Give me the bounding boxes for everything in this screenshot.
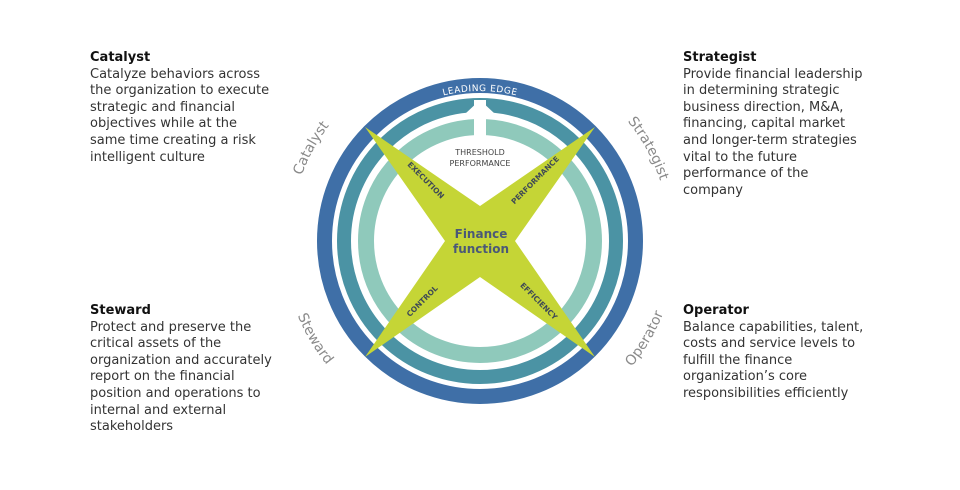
steward-title: Steward [90,303,151,318]
text-line: internal and external [90,402,227,418]
text-line: vital to the future [683,149,797,165]
operator-ring-label: Operator [622,308,667,369]
finance-star [365,127,595,357]
catalyst-title: Catalyst [90,50,151,65]
text-line: performance of the [683,166,809,182]
text-line: Balance capabilities, talent, [683,319,864,335]
strategist-title: Strategist [683,50,757,65]
text-line: critical assets of the [90,336,222,352]
text-line: and longer-term strategies [683,132,857,148]
operator-description: Operator Balance capabilities, talent, c… [683,303,863,403]
outer-ring [317,78,643,404]
threshold-label: PERFORMANCE [450,159,511,168]
strategist-ring-label: Strategist [624,114,671,183]
text-line: strategic and financial [90,99,235,115]
text-line: position and operations to [90,385,261,401]
text-line: in determining strategic [683,83,840,99]
steward-ring-label: Steward [294,311,336,368]
strategist-description: Strategist Provide financial leadership … [683,50,862,199]
threshold-label: THRESHOLD [454,148,505,157]
text-line: company [683,182,743,198]
steward-description: Steward Protect and preserve the critica… [90,303,272,436]
text-line: Catalyze behaviors across [90,66,261,82]
center-label: Finance [455,227,508,241]
text-line: report on the financial [90,369,235,385]
text-line: fulfill the finance [683,352,793,368]
text-line: financing, capital market [683,116,846,132]
text-line: same time creating a risk [90,132,256,148]
text-line: business direction, M&A, [683,99,844,115]
text-line: organization’s core [683,369,808,385]
operator-title: Operator [683,303,749,318]
arrow-up-icon [466,100,494,142]
text-line: objectives while at the [90,116,238,132]
text-line: the organization to execute [90,83,270,99]
text-line: costs and service levels to [683,336,856,352]
text-line: intelligent culture [90,149,205,165]
catalyst-ring-label: Catalyst [290,118,332,177]
text-line: Protect and preserve the [90,319,252,335]
text-line: responsibilities efficiently [683,385,849,401]
center-label: function [453,242,509,256]
text-line: stakeholders [90,419,174,435]
text-line: Provide financial leadership [683,66,863,82]
text-line: organization and accurately [90,352,272,368]
catalyst-description: Catalyst Catalyze behaviors across the o… [90,50,269,166]
